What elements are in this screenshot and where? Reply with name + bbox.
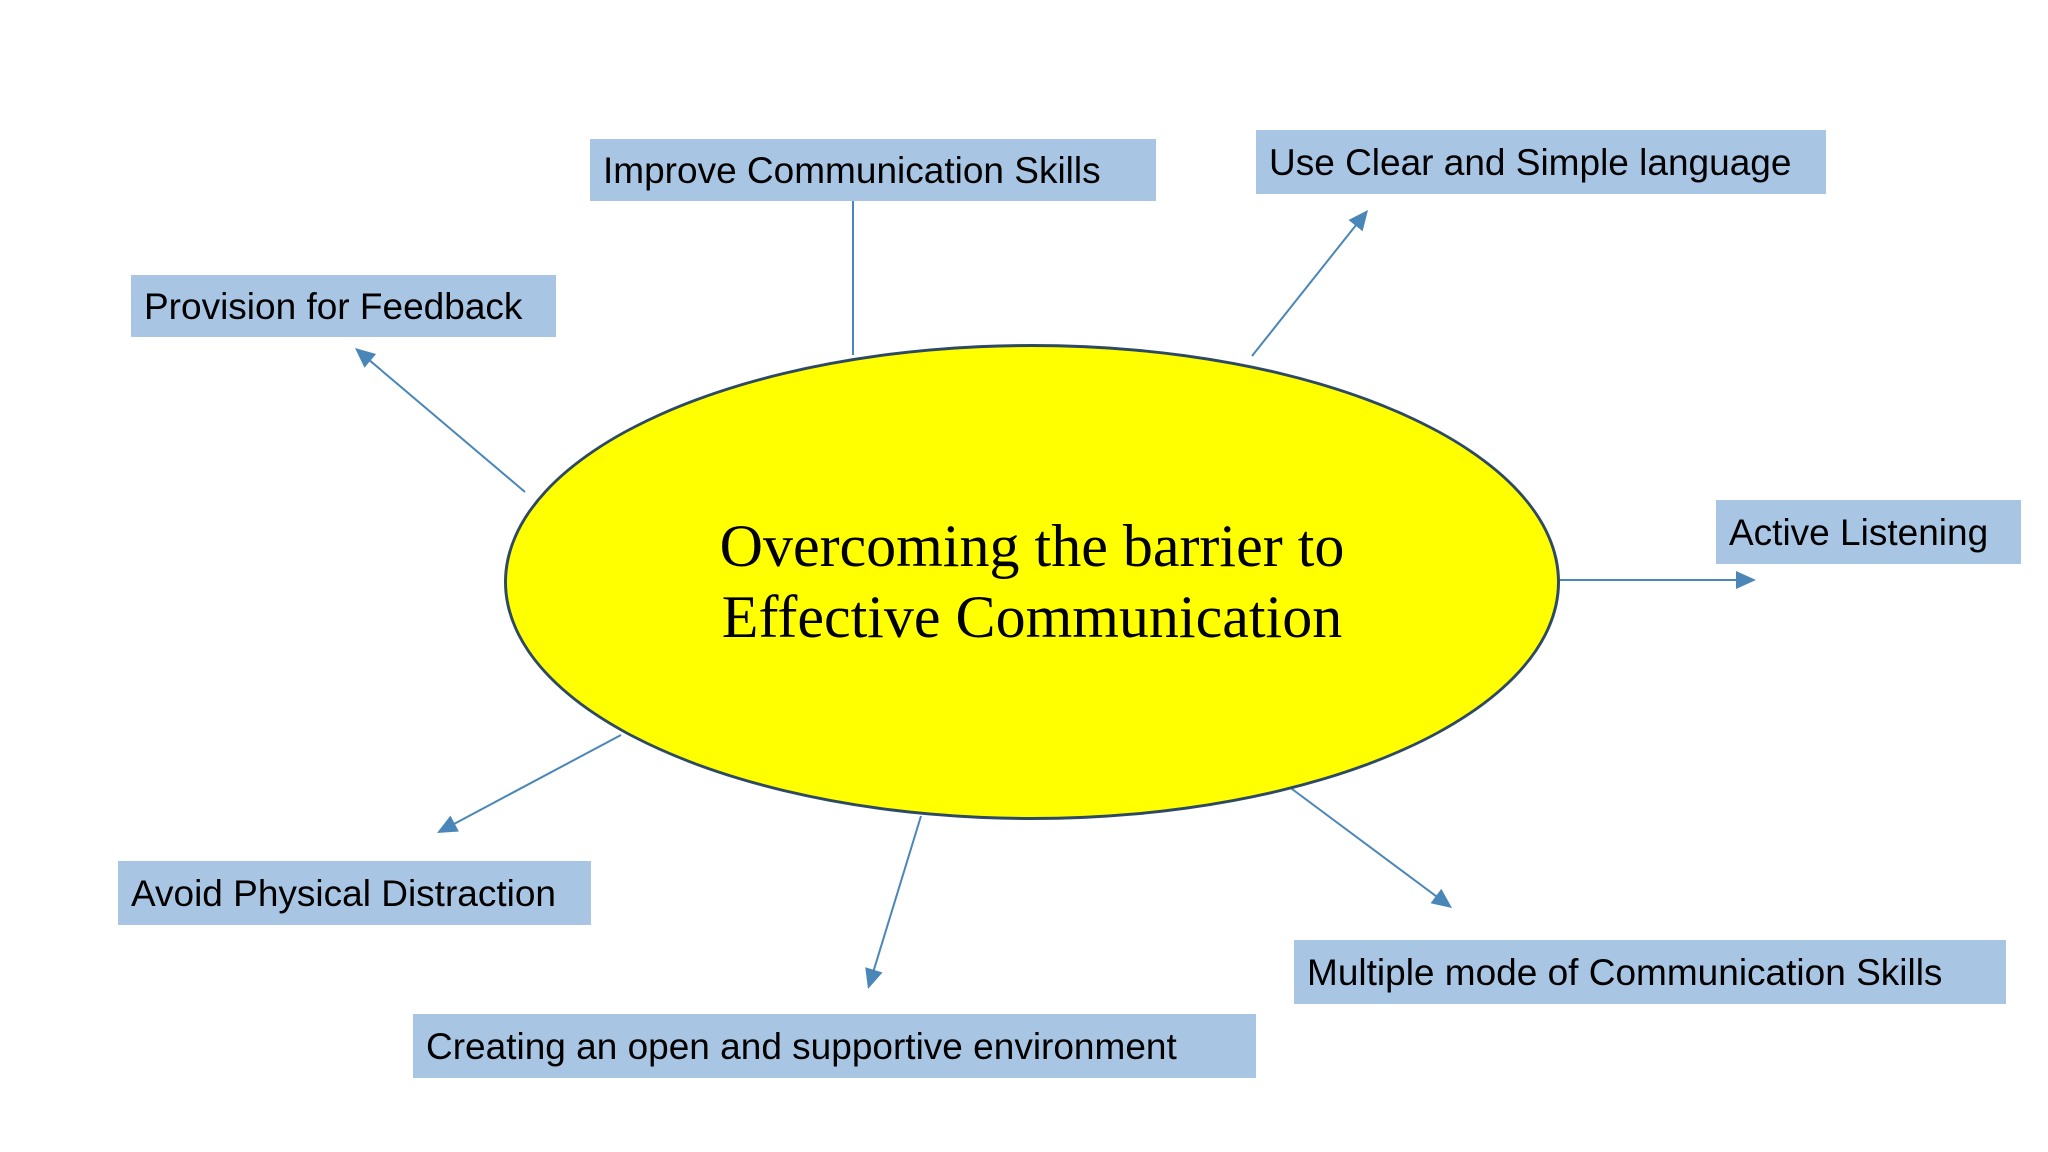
node-label: Avoid Physical Distraction (131, 872, 556, 914)
node-label: Multiple mode of Communication Skills (1307, 951, 1943, 993)
arrowhead-icon (1736, 571, 1756, 589)
arrowhead-icon (355, 348, 377, 368)
arrowhead-icon (865, 967, 883, 989)
connector-line (449, 734, 622, 827)
node-label: Creating an open and supportive environm… (426, 1025, 1177, 1067)
central-topic-node[interactable]: Overcoming the barrier to Effective Comm… (504, 344, 1560, 820)
node-active-listening[interactable]: Active Listening (1716, 500, 2021, 564)
node-label: Improve Communication Skills (603, 149, 1101, 191)
central-topic-label: Overcoming the barrier to Effective Comm… (719, 513, 1345, 650)
node-use-clear-and-simple-language[interactable]: Use Clear and Simple language (1256, 130, 1826, 194)
node-label: Active Listening (1729, 511, 1989, 553)
connector-line (1251, 221, 1360, 357)
arrowhead-icon (437, 815, 459, 833)
connector-line (871, 815, 922, 975)
node-provision-for-feedback[interactable]: Provision for Feedback (131, 275, 556, 337)
edge-avoid-physical-distraction (437, 734, 622, 833)
arrowhead-icon (1348, 210, 1368, 232)
arrowhead-icon (1430, 888, 1452, 908)
edge-use-clear-and-simple-language (1251, 210, 1368, 357)
node-multiple-mode-of-communication-skills[interactable]: Multiple mode of Communication Skills (1294, 940, 2006, 1004)
connector-line (365, 356, 526, 493)
edge-creating-an-open-and-supportive-environment (865, 815, 922, 989)
edge-provision-for-feedback (355, 348, 526, 493)
node-improve-communication-skills[interactable]: Improve Communication Skills (590, 139, 1156, 201)
node-label: Use Clear and Simple language (1269, 141, 1792, 183)
node-avoid-physical-distraction[interactable]: Avoid Physical Distraction (118, 861, 591, 925)
node-label: Provision for Feedback (144, 285, 523, 327)
edge-multiple-mode-of-communication-skills (1287, 785, 1452, 908)
connector-line (1287, 785, 1441, 900)
node-creating-an-open-and-supportive-environment[interactable]: Creating an open and supportive environm… (413, 1014, 1256, 1078)
edge-active-listening (1556, 571, 1756, 589)
